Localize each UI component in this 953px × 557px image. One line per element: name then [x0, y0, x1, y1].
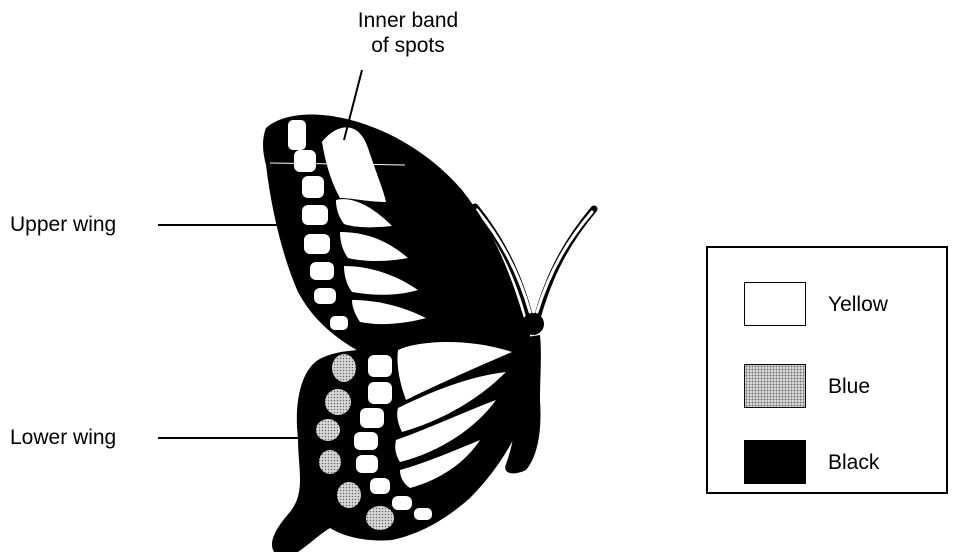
- inner-band-label-line1: Inner band: [357, 9, 459, 32]
- legend-label-black: Black: [828, 451, 880, 474]
- blue-swatch: [744, 364, 806, 408]
- upper-wing-label: Upper wing: [10, 213, 117, 236]
- yellow-swatch: [744, 282, 806, 326]
- inner-yellow-spots: [322, 127, 426, 325]
- upper-wing-leader: [158, 224, 282, 226]
- lower-wing-label: Lower wing: [10, 426, 117, 449]
- inner-band-label: Inner band of spots: [338, 8, 478, 58]
- legend-item-yellow: Yellow: [744, 282, 944, 328]
- lower-wing-yellow-spots: [354, 342, 512, 520]
- body-shape: [505, 335, 541, 474]
- legend-item-blue: Blue: [744, 364, 944, 410]
- color-legend: Yellow Blue Black: [706, 246, 948, 494]
- legend-label-blue: Blue: [828, 375, 871, 398]
- legend-item-black: Black: [744, 440, 944, 486]
- inner-band-label-line2: of spots: [371, 34, 445, 57]
- lower-wing-leader: [158, 437, 300, 439]
- outer-yellow-spots: [288, 120, 348, 330]
- legend-label-yellow: Yellow: [828, 293, 888, 316]
- head-shape: [522, 313, 544, 335]
- black-swatch: [744, 440, 806, 484]
- blue-spots: [316, 354, 394, 530]
